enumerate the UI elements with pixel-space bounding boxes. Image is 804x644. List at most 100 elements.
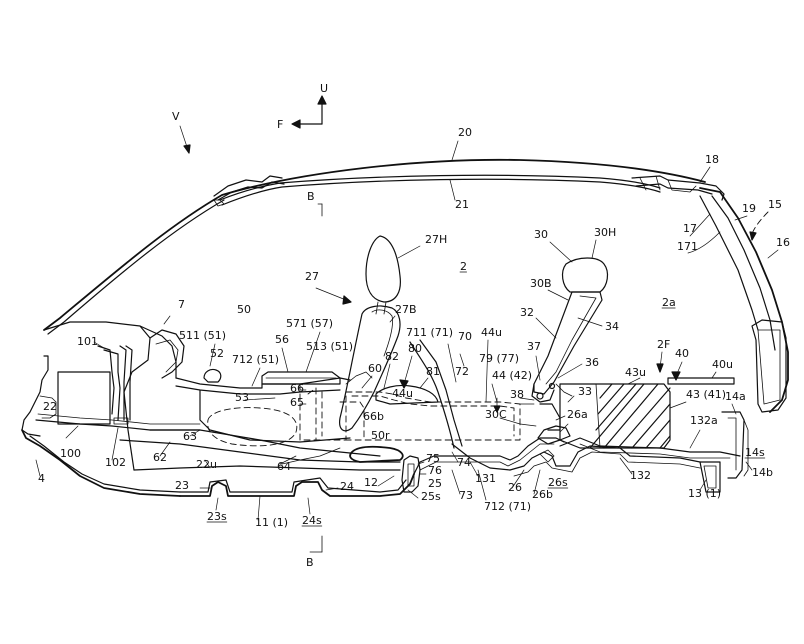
reference-label-66: 66 (290, 382, 304, 395)
reference-label-24: 24 (340, 480, 354, 493)
reference-label-32: 32 (520, 306, 534, 319)
reference-label-17: 17 (683, 222, 697, 235)
reference-label-132a: 132a (690, 414, 718, 427)
reference-label-75: 75 (426, 452, 440, 465)
reference-label-20: 20 (458, 126, 472, 139)
front-floor-11 (179, 473, 415, 521)
kick-up-26 (509, 423, 701, 495)
cowl-7 (43, 315, 185, 471)
reference-label-60: 60 (368, 362, 382, 375)
reference-label-14a: 14a (725, 390, 746, 403)
reference-label-44-42: 44 (42) (492, 369, 532, 382)
reference-label-30H: 30H (594, 226, 616, 239)
cargo-floor-40 (656, 351, 735, 385)
rear-end-panel-14 (721, 403, 753, 479)
reference-label-102: 102 (105, 456, 126, 469)
reference-label-22: 22 (43, 400, 57, 413)
front-seatback-27b (315, 287, 401, 432)
reference-label-80: 80 (408, 342, 422, 355)
middle-floor-131 (413, 437, 565, 495)
rear-pillar-trim-17 (687, 195, 759, 331)
rear-seat-bracket-26a (539, 403, 566, 431)
reference-label-72: 72 (455, 365, 469, 378)
seat-frame-60 (345, 371, 373, 389)
reference-label-101: 101 (77, 335, 98, 348)
reference-label-21: 21 (455, 198, 469, 211)
roof-lining-21 (213, 174, 661, 207)
view-arrow-v-head (183, 144, 191, 154)
reference-label-26s: 26s (548, 476, 568, 489)
reference-label-2: 2 (460, 260, 467, 273)
reference-label-33: 33 (578, 385, 592, 398)
roof-panel-20 (43, 140, 706, 335)
reference-label-23s: 23s (207, 510, 227, 523)
reference-label-U: U (320, 82, 328, 95)
reference-label-30B: 30B (530, 277, 552, 290)
seat-rail-711 (409, 339, 465, 449)
direction-indicator (179, 95, 327, 154)
up-arrow-head (317, 95, 327, 105)
reference-label-25a: 25 (428, 477, 442, 490)
reference-label-40: 40 (675, 347, 689, 360)
heater-unit-64 (279, 447, 341, 465)
reference-label-27H: 27H (425, 233, 447, 246)
reference-label-56: 56 (275, 333, 289, 346)
reference-label-13: 13 (1) (688, 487, 721, 500)
reference-label-V: V (172, 110, 180, 123)
reference-label-B-bottom: B (306, 556, 314, 569)
reference-label-711: 711 (71) (406, 326, 453, 339)
reference-label-131: 131 (475, 472, 496, 485)
reference-label-100: 100 (60, 447, 81, 460)
front-seat-cushion-80 (375, 355, 439, 405)
reference-label-12: 12 (364, 476, 378, 489)
reference-label-513: 513 (51) (306, 340, 353, 353)
reference-label-14b: 14b (752, 466, 773, 479)
reference-label-19: 19 (742, 202, 756, 215)
reference-label-62: 62 (153, 451, 167, 464)
reference-label-43u: 43u (625, 366, 646, 379)
reference-label-37: 37 (527, 340, 541, 353)
reference-label-7: 7 (178, 298, 185, 311)
reference-label-66b: 66b (363, 410, 384, 423)
reference-label-2F: 2F (657, 338, 670, 351)
rear-seatback-30b (533, 289, 603, 395)
reference-label-53: 53 (235, 391, 249, 404)
reference-label-44u-mid: 44u (392, 387, 413, 400)
reference-label-43-41: 43 (41) (686, 388, 726, 401)
reference-label-81: 81 (426, 365, 440, 378)
rear-header-18 (631, 166, 725, 201)
reference-label-24s: 24s (302, 514, 322, 527)
reference-label-44u-top: 44u (481, 326, 502, 339)
reference-label-65: 65 (290, 396, 304, 409)
reference-label-18: 18 (705, 153, 719, 166)
section-line-b (309, 203, 323, 553)
floor-top-22u (133, 459, 401, 471)
reference-label-23: 23 (175, 479, 189, 492)
battery-unit-100 (57, 371, 111, 439)
wiring-101 (93, 341, 133, 461)
cross-member-25 (401, 455, 427, 499)
console-tray-571 (261, 331, 341, 385)
reference-label-B-top: B (307, 190, 315, 203)
seat-bracket-12 (349, 445, 404, 487)
console-dash-outline-65-66 (299, 383, 365, 441)
reference-label-712-51: 712 (51) (232, 353, 279, 366)
reference-label-16: 16 (776, 236, 790, 249)
rear-seat-hinge-37-38 (519, 355, 583, 403)
reference-label-26: 26 (508, 481, 522, 494)
reference-label-79: 79 (77) (479, 352, 519, 365)
reference-label-70: 70 (458, 330, 472, 343)
reference-label-171: 171 (677, 240, 698, 253)
front-arrow-head (291, 119, 301, 129)
reference-label-F: F (277, 118, 283, 131)
reference-label-15: 15 (768, 198, 782, 211)
reference-label-25s: 25s (421, 490, 441, 503)
reference-label-26b: 26b (532, 488, 553, 501)
reference-label-30C: 30C (485, 408, 507, 421)
tailgate-15 (699, 187, 789, 413)
reference-label-27: 27 (305, 270, 319, 283)
reference-label-14s: 14s (745, 446, 765, 459)
reference-label-26a: 26a (567, 408, 588, 421)
